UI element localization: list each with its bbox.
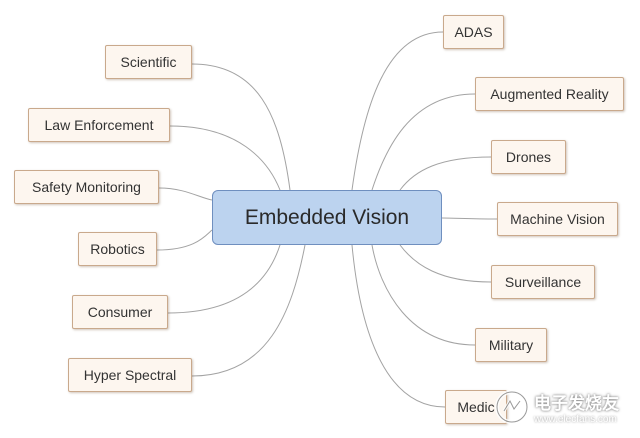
node-military[interactable]: Military xyxy=(475,328,547,362)
link-adas xyxy=(351,31,444,191)
link-drones xyxy=(399,156,492,191)
node-safety-monitoring[interactable]: Safety Monitoring xyxy=(14,170,159,204)
node-augmented-reality[interactable]: Augmented Reality xyxy=(475,77,624,111)
link-law-enforcement xyxy=(169,125,281,191)
node-surveillance[interactable]: Surveillance xyxy=(491,265,595,299)
elecfans-watermark: 电子发烧友 www.elecfans.com xyxy=(494,382,634,432)
node-machine-vision[interactable]: Machine Vision xyxy=(497,202,618,236)
link-surveillance xyxy=(399,244,492,283)
link-machine-vision xyxy=(441,217,498,220)
link-medical xyxy=(351,244,446,408)
watermark-text: 电子发烧友 www.elecfans.com xyxy=(534,389,619,425)
elecfans-logo-icon xyxy=(495,390,529,424)
node-hyper-spectral[interactable]: Hyper Spectral xyxy=(68,358,192,392)
link-augmented-reality xyxy=(371,93,476,191)
link-scientific xyxy=(191,63,291,191)
node-robotics[interactable]: Robotics xyxy=(78,232,157,266)
node-scientific[interactable]: Scientific xyxy=(105,45,192,79)
link-robotics xyxy=(156,229,213,251)
link-consumer xyxy=(167,244,281,314)
node-law-enforcement[interactable]: Law Enforcement xyxy=(28,108,170,142)
link-hyper-spectral xyxy=(191,244,306,377)
node-drones[interactable]: Drones xyxy=(491,140,566,174)
node-consumer[interactable]: Consumer xyxy=(72,295,168,329)
central-topic[interactable]: Embedded Vision xyxy=(212,190,442,245)
link-safety-monitoring xyxy=(158,187,213,201)
watermark-main-text: 电子发烧友 xyxy=(534,394,619,413)
watermark-sub-text: www.elecfans.com xyxy=(534,414,617,425)
link-military xyxy=(371,244,476,346)
node-adas[interactable]: ADAS xyxy=(443,15,504,49)
